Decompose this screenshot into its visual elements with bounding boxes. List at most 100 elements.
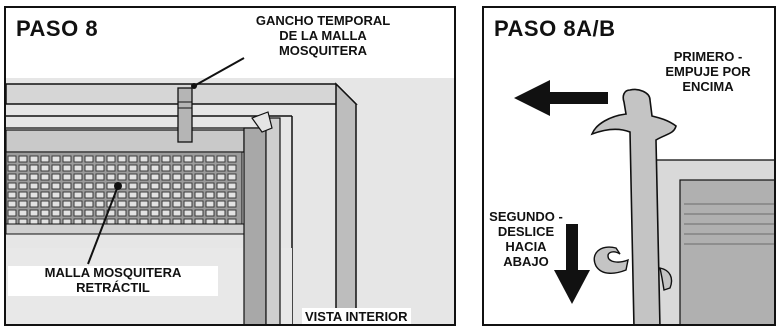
mesh-cell	[18, 173, 28, 181]
mesh-cell	[62, 173, 72, 181]
mesh-cell	[106, 173, 116, 181]
mesh-cell	[62, 209, 72, 217]
mesh-cell	[18, 200, 28, 208]
mesh-cell	[150, 209, 160, 217]
mesh-cell	[172, 173, 182, 181]
side-channel-outer	[265, 117, 281, 324]
mesh-cell	[117, 200, 127, 208]
mesh-cell	[128, 164, 138, 172]
mesh-cell	[95, 173, 105, 181]
step-8ab-panel: PASO 8A/B PRIMERO - EMPUJE POR ENCIMA SE…	[482, 6, 776, 326]
mesh-cell	[95, 182, 105, 190]
interior-view-label: VISTA INTERIOR	[302, 308, 411, 324]
mesh-cell	[205, 182, 215, 190]
mesh-cell	[172, 209, 182, 217]
mesh-cell	[161, 191, 171, 199]
mesh-cell	[227, 182, 237, 190]
mesh-cell	[216, 209, 226, 217]
mesh-cell	[51, 182, 61, 190]
hook-leader-line	[193, 57, 245, 87]
mesh-cell	[227, 164, 237, 172]
screen-housing	[6, 129, 245, 153]
step-8-title: PASO 8	[16, 16, 99, 41]
mesh-cell	[161, 209, 171, 217]
mesh-cell	[205, 164, 215, 172]
mesh-cell	[183, 200, 193, 208]
mesh-cell	[161, 164, 171, 172]
mesh-cell	[139, 182, 149, 190]
mesh-cell	[40, 200, 50, 208]
mesh-cell	[128, 191, 138, 199]
mesh-cell	[95, 209, 105, 217]
mesh-cell	[117, 209, 127, 217]
mesh-cell	[29, 173, 39, 181]
mesh-cell	[139, 173, 149, 181]
mesh-cell	[205, 191, 215, 199]
mesh-cell	[183, 173, 193, 181]
mesh-cell	[18, 182, 28, 190]
mesh-cell	[51, 200, 61, 208]
mesh-cell	[139, 155, 149, 163]
first-step-callout: PRIMERO - EMPUJE POR ENCIMA	[665, 49, 751, 94]
clip-lower-hook	[593, 246, 629, 274]
mesh-cell	[128, 182, 138, 190]
mesh-cell	[7, 200, 17, 208]
mesh-cell	[84, 164, 94, 172]
temporary-hook	[177, 87, 193, 143]
mesh-cell	[95, 200, 105, 208]
mesh-cell	[84, 200, 94, 208]
mesh-cell	[51, 155, 61, 163]
mesh-cell	[205, 200, 215, 208]
mesh-cell	[73, 164, 83, 172]
mesh-cell	[216, 200, 226, 208]
mesh-cell	[150, 173, 160, 181]
mesh-cell	[106, 155, 116, 163]
mesh-cell	[194, 155, 204, 163]
mesh-cell	[172, 164, 182, 172]
mesh-cell	[84, 191, 94, 199]
mesh-cell	[7, 182, 17, 190]
mesh-cell	[95, 164, 105, 172]
mesh-cell	[183, 164, 193, 172]
mesh-cell	[161, 173, 171, 181]
mesh-cell	[84, 173, 94, 181]
mesh-cell	[227, 209, 237, 217]
mesh-cell	[216, 164, 226, 172]
mesh-cell	[161, 200, 171, 208]
mesh-cell	[194, 209, 204, 217]
mesh-cell	[172, 191, 182, 199]
mesh-cell	[29, 155, 39, 163]
mesh-cell	[40, 191, 50, 199]
step-8ab-illustration	[514, 80, 774, 324]
mesh-cell	[139, 209, 149, 217]
mesh-cell	[95, 191, 105, 199]
mesh-cell	[172, 182, 182, 190]
mesh-cell	[150, 182, 160, 190]
mesh-cell	[51, 191, 61, 199]
mesh-cell	[150, 191, 160, 199]
mesh-cell	[73, 209, 83, 217]
mesh-cell	[29, 209, 39, 217]
mesh-cell	[150, 200, 160, 208]
mesh-cell	[29, 191, 39, 199]
mesh-cell	[18, 164, 28, 172]
hook-callout: GANCHO TEMPORAL DE LA MALLA MOSQUITERA	[255, 13, 391, 58]
mesh-cell	[205, 209, 215, 217]
push-left-arrow	[514, 80, 608, 116]
mesh-cell	[29, 200, 39, 208]
mesh-cell	[227, 155, 237, 163]
mesh-cell	[117, 164, 127, 172]
mesh-cell	[128, 209, 138, 217]
mesh-cell	[40, 155, 50, 163]
mesh-cell	[73, 191, 83, 199]
mesh-cell	[194, 191, 204, 199]
mesh-cell	[106, 164, 116, 172]
mesh-cell	[106, 182, 116, 190]
mesh-cell	[216, 155, 226, 163]
mesh-cell	[194, 182, 204, 190]
mesh-cell	[18, 155, 28, 163]
frame-profile-grooves	[684, 203, 774, 245]
step-8ab-title: PASO 8A/B	[494, 16, 616, 41]
mesh-cell	[139, 164, 149, 172]
mesh-cell	[62, 191, 72, 199]
